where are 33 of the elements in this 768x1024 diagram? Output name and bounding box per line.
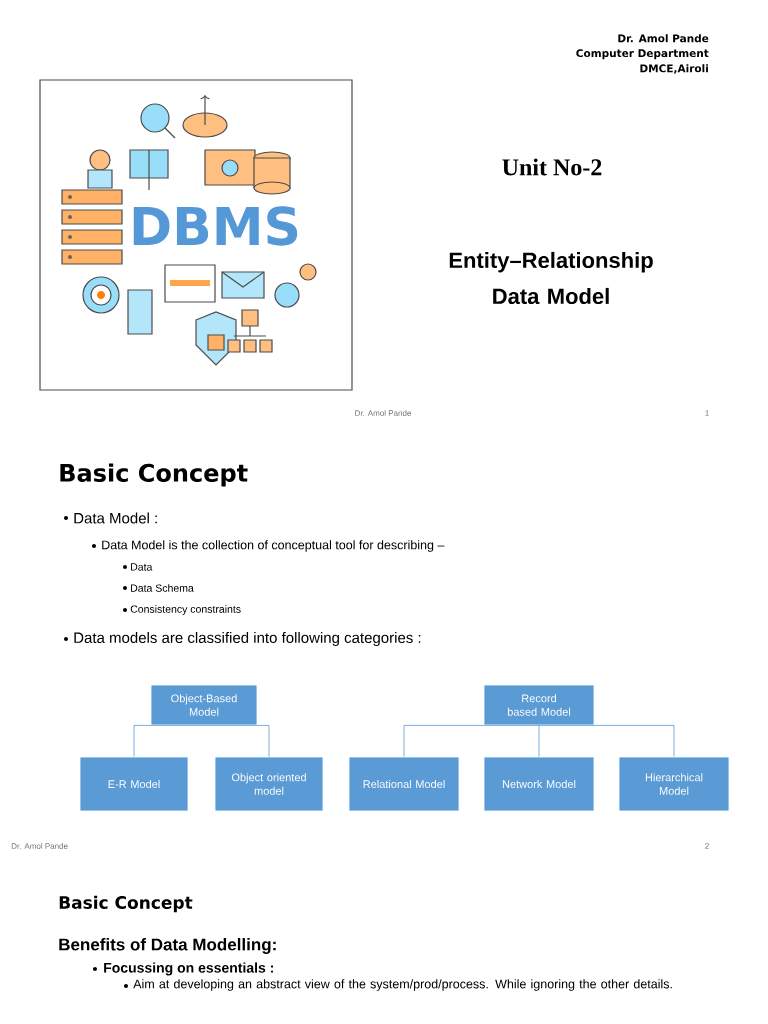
model-box: Object-Based Model xyxy=(150,684,258,726)
model-box: E-R Model xyxy=(79,756,189,812)
bullet-text: Data Schema xyxy=(131,584,194,592)
bullet-text: Data xyxy=(131,563,153,571)
model-box: Object oriented model xyxy=(214,756,324,812)
bullet-text: Consistency constraints xyxy=(130,605,241,615)
bullet-text: Data Model is the collection of conceptual tool for describing – xyxy=(102,540,445,552)
connector-line xyxy=(538,725,675,757)
bullet-text: Data models are classified into following categories : xyxy=(74,632,421,646)
bullet-text: Data Model : xyxy=(74,512,157,524)
department-name: Computer Department xyxy=(576,49,709,60)
bullet-text: Focussing on essentials : xyxy=(104,962,273,976)
model-box: Network Model xyxy=(483,756,595,812)
model-box: Record based Model xyxy=(483,684,595,726)
slide-title: Entity–Relationship Data Model xyxy=(449,251,653,305)
author-name: Dr. Amol Pande xyxy=(618,34,709,43)
unit-number: Unit No-2 xyxy=(502,158,602,176)
slide-heading: Basic Concept xyxy=(60,463,248,487)
illustration-text: DBMS xyxy=(133,206,298,246)
page-number: 1 xyxy=(705,410,709,416)
connector-line xyxy=(538,725,540,757)
subheading: Benefits of Data Modelling: xyxy=(59,938,276,954)
slide-heading: Basic Concept xyxy=(59,895,193,913)
institute-name: DMCE,Airoli xyxy=(640,64,708,74)
model-box: Relational Model xyxy=(348,756,460,812)
connector-line xyxy=(203,725,270,757)
page-number: 2 xyxy=(705,843,709,849)
footer-text: Dr. Amol Pande xyxy=(11,843,68,849)
connector-line xyxy=(133,725,205,757)
footer-text: Dr. Amol Pande xyxy=(355,410,412,416)
model-box: Hierarchical Model xyxy=(618,756,730,812)
bullet-text: Aim at developing an abstract view of the system/prod/process. While ignoring the other details. xyxy=(133,979,672,991)
connector-line xyxy=(403,725,540,757)
